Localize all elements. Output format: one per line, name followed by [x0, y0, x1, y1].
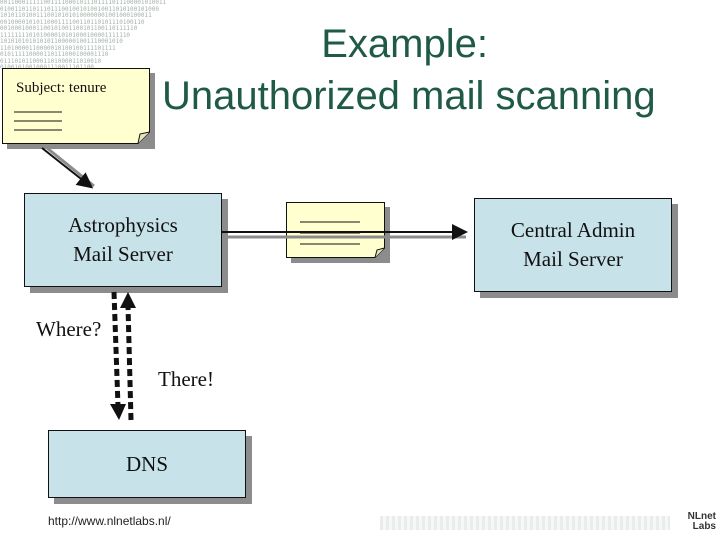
central-admin-mail-server-node: Central Admin Mail Server — [474, 198, 678, 298]
astro-label-line-2: Mail Server — [73, 242, 173, 266]
footer-decorative-band — [380, 516, 670, 530]
arrow-there-response — [120, 292, 136, 421]
central-label-line-1: Central Admin — [510, 218, 636, 242]
slide-title-line-2: Unauthorized mail scanning — [162, 74, 656, 118]
email-note-subject — [2, 68, 155, 149]
nlnet-labs-logo: NLnet Labs — [676, 512, 716, 532]
note-paper — [2, 68, 150, 144]
there-label: There! — [158, 367, 214, 391]
note-subject-text: Subject: tenure — [16, 80, 107, 96]
dns-node: DNS — [48, 430, 252, 504]
dns-label: DNS — [125, 451, 168, 476]
logo-line-1: NLnet — [687, 511, 716, 522]
arrow-where-query — [110, 291, 126, 420]
central-label-line-2: Mail Server — [523, 247, 623, 271]
arrow-note-to-astro — [41, 146, 95, 189]
astrophysics-mail-server-node: Astrophysics Mail Server — [24, 193, 228, 293]
binary-background-decoration: 0011000111110011110001011101111011100001… — [0, 0, 167, 70]
logo-line-2: Labs — [692, 521, 716, 532]
arrow-astro-to-central — [222, 224, 468, 240]
slide-title-line-1: Example: — [321, 22, 488, 66]
astro-label-line-1: Astrophysics — [68, 213, 178, 237]
where-label: Where? — [36, 317, 102, 341]
email-note-intercepted — [286, 202, 390, 263]
footer-url-link[interactable]: http://www.nlnetlabs.nl/ — [48, 514, 171, 528]
